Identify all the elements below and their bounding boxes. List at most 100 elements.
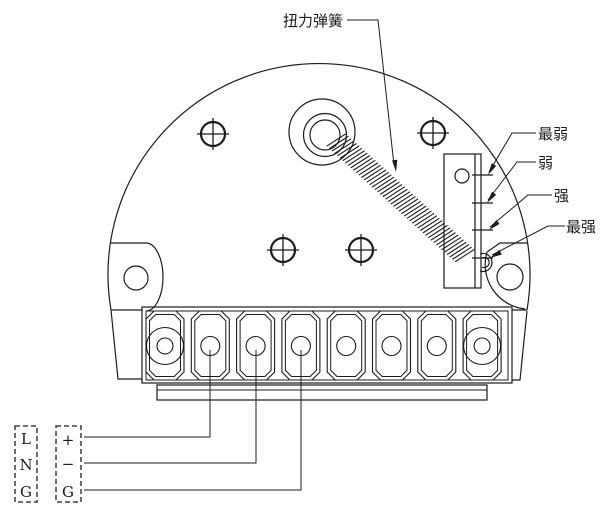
coil-turn bbox=[334, 140, 355, 154]
terminal-cell bbox=[462, 310, 502, 381]
fixing-hole-inner bbox=[473, 337, 491, 355]
leader-strongest bbox=[491, 225, 565, 256]
leader-weak bbox=[487, 161, 536, 201]
spring-anchor-boss bbox=[288, 98, 356, 166]
label-plus: + bbox=[62, 431, 75, 449]
cell-inner-outline bbox=[420, 314, 453, 377]
cross-screw bbox=[267, 234, 299, 266]
cell-inner-outline bbox=[330, 314, 363, 377]
coil-turn bbox=[452, 246, 472, 260]
cell-inner-outline bbox=[466, 314, 499, 377]
coil-turn bbox=[366, 169, 387, 183]
right-notch-line bbox=[486, 242, 528, 253]
coil-turn bbox=[363, 167, 384, 181]
arrowhead-weakest bbox=[488, 163, 497, 175]
coil-turn bbox=[436, 232, 456, 246]
coil-turn bbox=[411, 210, 432, 224]
coil-turn bbox=[379, 181, 400, 195]
coil-turn bbox=[339, 145, 360, 159]
coil-turn bbox=[454, 249, 475, 263]
fixing-hole-outer bbox=[145, 326, 185, 366]
arrowhead-torsion-spring bbox=[392, 159, 398, 172]
terminal-screw-hole bbox=[426, 335, 447, 357]
coil-turn bbox=[446, 241, 467, 256]
cross-screw bbox=[197, 118, 229, 150]
tension-bracket bbox=[443, 153, 482, 289]
coil-turn bbox=[342, 147, 363, 162]
cell-outline bbox=[417, 310, 457, 381]
leader-weakest bbox=[488, 132, 536, 173]
coil-turn bbox=[387, 188, 408, 203]
coil-turn bbox=[350, 155, 371, 169]
tension-label-weakest: 最弱 bbox=[538, 125, 568, 143]
coil-turn bbox=[326, 133, 347, 147]
label-box-lng bbox=[14, 425, 38, 503]
mounting-lug-right bbox=[484, 251, 526, 310]
label-N: N bbox=[19, 456, 32, 474]
cell-outline bbox=[281, 310, 321, 381]
torsion-spring-coil bbox=[326, 133, 475, 263]
coil-turn bbox=[425, 222, 446, 236]
coil-turn bbox=[361, 164, 381, 178]
coil-turn bbox=[438, 234, 459, 248]
coil-turn bbox=[382, 183, 403, 198]
mounting-hole-left bbox=[123, 265, 149, 291]
terminal-cell bbox=[417, 310, 457, 381]
arrowhead-strong bbox=[489, 220, 500, 230]
cell-outline bbox=[326, 310, 366, 381]
arrowhead-weak bbox=[487, 191, 497, 203]
label-G-left: G bbox=[20, 483, 32, 501]
coil-turn bbox=[390, 191, 411, 205]
coil-turn bbox=[355, 159, 376, 174]
leader-lines bbox=[347, 19, 565, 258]
label-box-plus-minus-g bbox=[55, 425, 82, 503]
coil-turn bbox=[428, 224, 448, 239]
label-minus: − bbox=[62, 455, 75, 473]
coil-turn bbox=[337, 143, 357, 157]
terminal-screw-hole bbox=[381, 335, 402, 357]
coil-turn bbox=[430, 227, 451, 241]
dome-outline bbox=[107, 63, 531, 311]
coil-turn bbox=[401, 200, 422, 215]
coil-turn bbox=[331, 138, 352, 152]
cross-screw bbox=[345, 234, 377, 266]
coil-turn bbox=[414, 212, 435, 227]
cell-inner-outline bbox=[239, 314, 272, 377]
coil-turn bbox=[433, 229, 454, 243]
cell-outline bbox=[145, 310, 185, 381]
arrowhead-strongest bbox=[490, 249, 502, 258]
tension-tick-marks bbox=[472, 174, 493, 259]
fixing-hole-outer bbox=[463, 326, 502, 366]
mounting-hole-right bbox=[496, 263, 524, 291]
wire-plus bbox=[84, 350, 211, 438]
cell-inner-outline bbox=[194, 314, 227, 377]
terminal-block bbox=[141, 306, 513, 384]
leader-strong bbox=[489, 194, 552, 228]
coil-turn bbox=[385, 186, 405, 200]
coil-turn bbox=[395, 196, 416, 210]
coil-turn bbox=[422, 220, 443, 234]
leader-torsion-spring bbox=[347, 19, 395, 166]
cell-inner-outline bbox=[149, 314, 181, 377]
mounting-lug-left bbox=[145, 242, 164, 312]
coil-turn bbox=[369, 171, 389, 186]
cell-inner-outline bbox=[284, 314, 317, 377]
cell-inner-outline bbox=[375, 314, 408, 377]
coil-turn bbox=[371, 174, 392, 188]
coil-turn bbox=[347, 152, 368, 166]
terminal-cells bbox=[145, 310, 502, 381]
coil-turn bbox=[417, 215, 438, 229]
cell-outline bbox=[371, 310, 412, 381]
cell-outline bbox=[462, 310, 502, 381]
coil-turn bbox=[377, 179, 397, 193]
coil-turn bbox=[358, 162, 379, 176]
coil-turn bbox=[393, 193, 413, 207]
terminal-screw-hole bbox=[336, 335, 357, 357]
coil-turn bbox=[441, 236, 462, 251]
body-lower-left-edge bbox=[110, 309, 142, 380]
cell-outline bbox=[190, 310, 230, 381]
label-G-right: G bbox=[62, 483, 74, 501]
terminal-cell bbox=[326, 310, 366, 381]
